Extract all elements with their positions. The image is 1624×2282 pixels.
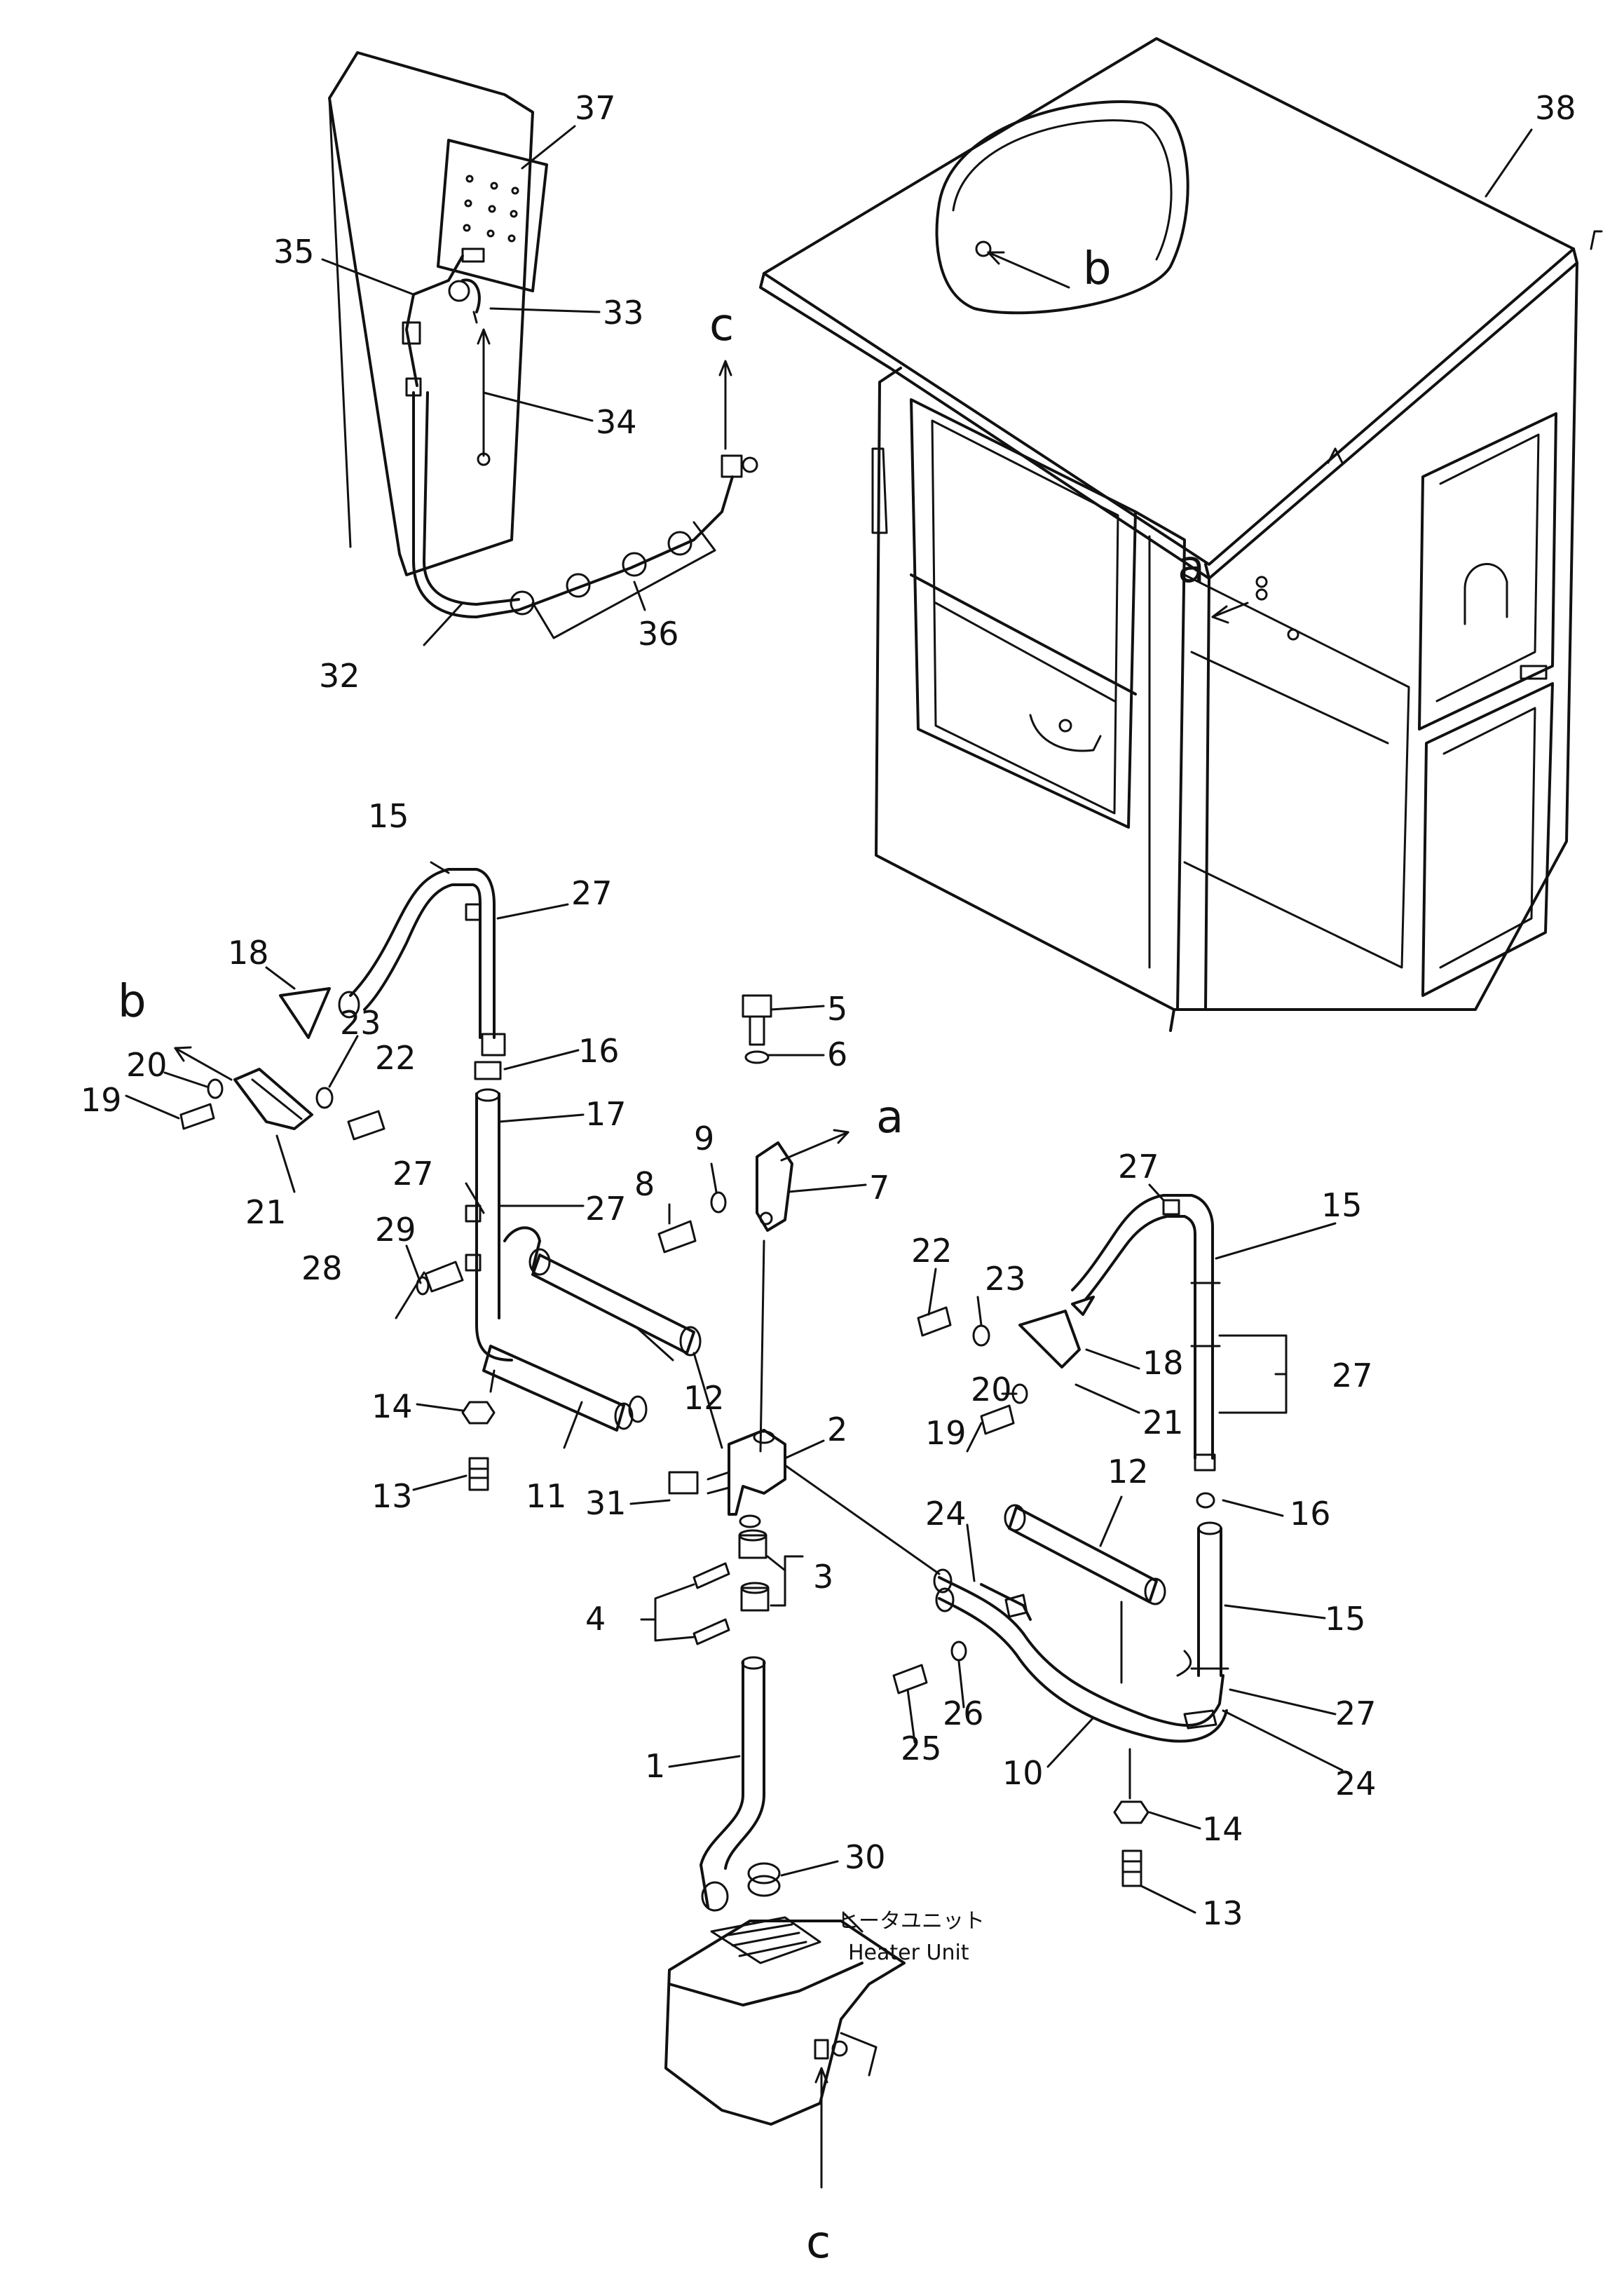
callout-19-right: 19: [925, 1414, 967, 1452]
ref-b-left: b: [118, 976, 146, 1028]
ref-b-top: b: [1083, 243, 1112, 295]
ref-a-top: a: [1178, 541, 1205, 593]
callout-26: 26: [943, 1694, 984, 1732]
callout-3: 3: [813, 1558, 833, 1596]
callout-17: 17: [585, 1095, 627, 1133]
callout-34: 34: [596, 403, 637, 441]
callout-27-left-low: 27: [585, 1190, 627, 1228]
callout-15-right-low: 15: [1325, 1600, 1366, 1638]
callout-24-right-low: 24: [1335, 1765, 1377, 1802]
callout-27-right-top: 27: [1118, 1148, 1159, 1186]
callout-35: 35: [273, 233, 315, 271]
callout-27-right-bracket: 27: [1332, 1357, 1373, 1394]
callout-13-left: 13: [371, 1477, 413, 1515]
callout-37: 37: [575, 89, 616, 127]
callout-14-right: 14: [1202, 1810, 1243, 1848]
callout-20-left: 20: [126, 1046, 168, 1084]
callout-8: 8: [634, 1165, 655, 1203]
callout-5: 5: [827, 990, 847, 1028]
reference-arrows: [174, 251, 1249, 1162]
callout-15-right-top: 15: [1321, 1186, 1363, 1224]
callout-13-right: 13: [1202, 1894, 1243, 1932]
callout-23-right: 23: [985, 1260, 1026, 1298]
callout-12-right: 12: [1107, 1453, 1149, 1490]
callout-27-right-low: 27: [1335, 1694, 1377, 1732]
callout-22-left: 22: [375, 1039, 416, 1077]
callout-24-right-top: 24: [925, 1495, 967, 1533]
callout-31: 31: [585, 1484, 627, 1522]
callout-22-right: 22: [911, 1232, 953, 1270]
callout-21-right: 21: [1142, 1404, 1184, 1441]
heater-unit-label-en: Heater Unit: [848, 1941, 969, 1965]
ref-c-bottom: c: [806, 2217, 831, 2269]
callout-27-left-top: 27: [571, 874, 613, 912]
callout-6: 6: [827, 1035, 847, 1073]
callout-7: 7: [869, 1169, 889, 1207]
ref-a-mid: a: [876, 1092, 903, 1143]
callout-2: 2: [827, 1411, 847, 1448]
callout-30: 30: [845, 1838, 886, 1876]
callout-27-left-mid: 27: [393, 1155, 434, 1193]
heater-unit: [664, 1916, 906, 2189]
operator-cab: [759, 37, 1603, 1032]
callout-12-left: 12: [683, 1379, 725, 1417]
callout-25: 25: [901, 1730, 942, 1767]
callout-28: 28: [301, 1249, 343, 1287]
callout-11: 11: [526, 1477, 567, 1515]
reference-letters: b a c b a c: [118, 243, 1205, 2269]
callout-20-right: 20: [971, 1371, 1012, 1408]
ref-c-top: c: [709, 299, 734, 351]
callout-10: 10: [1002, 1754, 1044, 1792]
callout-1: 1: [645, 1747, 665, 1785]
callout-18-left: 18: [228, 934, 269, 972]
callout-23-left: 23: [340, 1004, 381, 1042]
leader-lines: [125, 125, 1533, 1933]
heater-unit-label: ヒータユニット Heater Unit: [838, 1909, 985, 1965]
right-duct-assembly: [892, 1194, 1229, 1887]
callout-38: 38: [1535, 89, 1576, 127]
callout-18-right: 18: [1142, 1344, 1184, 1382]
callout-19-left: 19: [81, 1081, 122, 1119]
control-panel-assembly: [328, 51, 758, 639]
callout-32: 32: [319, 657, 360, 695]
callout-16-left: 16: [578, 1032, 620, 1070]
callout-15-left: 15: [368, 797, 409, 835]
callout-labels: 37 38 35 33 34 36 32 15 27 18 23 22 20 1…: [81, 89, 1576, 1932]
callout-29: 29: [375, 1211, 416, 1249]
callout-16-right: 16: [1290, 1495, 1331, 1533]
center-junction: [657, 994, 941, 1912]
callout-14-left: 14: [371, 1387, 413, 1425]
heater-unit-label-jp: ヒータユニット: [838, 1909, 985, 1934]
callout-9: 9: [694, 1120, 714, 1157]
callout-36: 36: [638, 615, 679, 653]
callout-4: 4: [585, 1600, 606, 1638]
left-duct-assembly: [179, 868, 702, 1491]
callout-21-left: 21: [245, 1193, 287, 1231]
callout-33: 33: [603, 294, 644, 332]
